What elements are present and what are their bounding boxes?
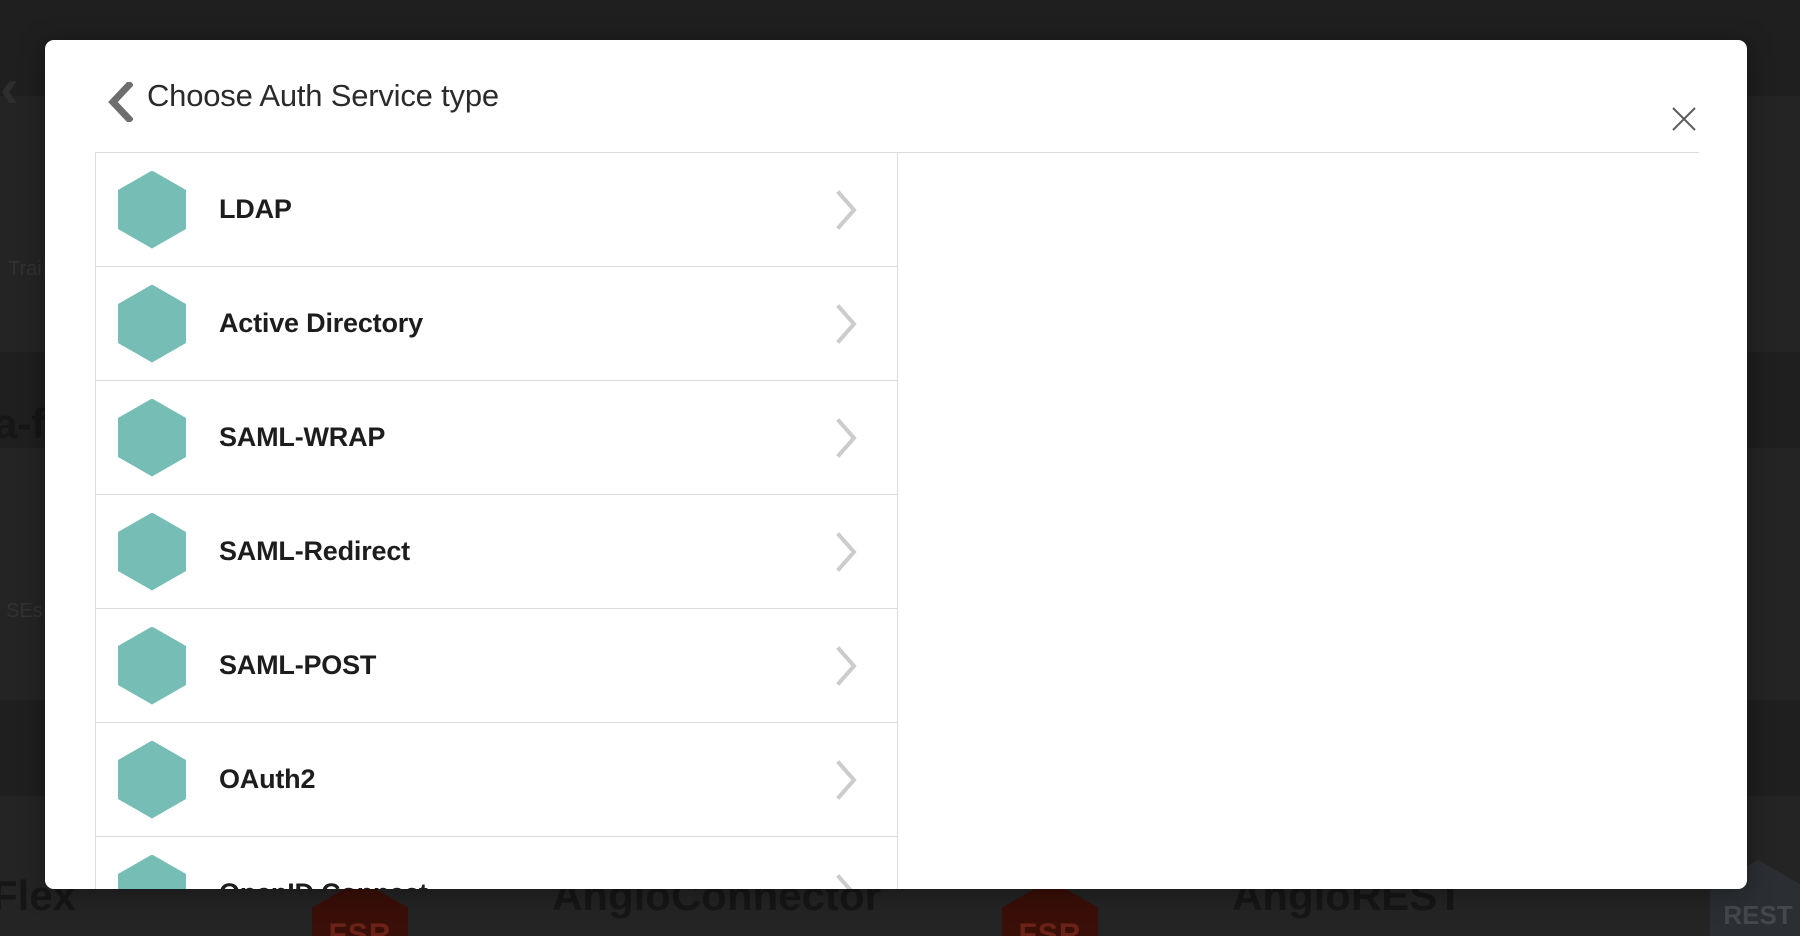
background-text: SEs — [6, 600, 43, 622]
dialog-header: Choose Auth Service type — [45, 40, 1747, 152]
chevron-right-icon — [833, 644, 859, 688]
hexagon-icon — [118, 398, 186, 477]
background-text: Trai — [8, 258, 42, 280]
chevron-right-icon — [833, 416, 859, 460]
background-back-chevron-icon: ‹ — [0, 56, 19, 119]
background-tile: FSR — [312, 880, 408, 936]
chevron-right-icon — [833, 872, 859, 889]
hexagon-icon — [118, 626, 186, 705]
choose-auth-service-type-dialog: Choose Auth Service type LDAP Active Dire… — [45, 40, 1747, 889]
back-button[interactable] — [103, 80, 137, 124]
auth-service-label: SAML-POST — [219, 650, 377, 680]
auth-service-label: OpenID Connect — [219, 878, 833, 889]
auth-service-label: SAML-Redirect — [219, 536, 410, 566]
dialog-title: Choose Auth Service type — [147, 78, 499, 113]
hexagon-icon — [118, 854, 186, 889]
hexagon-icon — [118, 740, 186, 819]
chevron-right-icon — [833, 188, 859, 232]
close-icon — [1672, 107, 1696, 131]
auth-service-item-oauth2[interactable]: OAuth2 — [96, 723, 898, 837]
chevron-left-icon — [108, 82, 133, 122]
auth-service-label: OAuth2 — [219, 764, 316, 794]
auth-service-label: Active Directory — [219, 308, 423, 338]
close-button[interactable] — [1667, 102, 1701, 136]
chevron-right-icon — [833, 530, 859, 574]
auth-service-label: LDAP — [219, 194, 292, 224]
hexagon-icon — [118, 170, 186, 249]
auth-service-item-saml-redirect[interactable]: SAML-Redirect — [96, 495, 898, 609]
auth-service-item-active-directory[interactable]: Active Directory — [96, 267, 898, 381]
auth-service-item-saml-post[interactable]: SAML-POST — [96, 609, 898, 723]
background-tile: FSR — [1002, 880, 1098, 936]
chevron-right-icon — [833, 758, 859, 802]
auth-service-label: SAML-WRAP — [219, 422, 386, 452]
auth-service-item-ldap[interactable]: LDAP — [96, 153, 898, 267]
hexagon-icon — [118, 284, 186, 363]
auth-service-item-openid-connect[interactable]: OpenID Connect — [96, 837, 898, 889]
hexagon-icon — [118, 512, 186, 591]
auth-service-item-saml-wrap[interactable]: SAML-WRAP — [96, 381, 898, 495]
chevron-right-icon — [833, 302, 859, 346]
